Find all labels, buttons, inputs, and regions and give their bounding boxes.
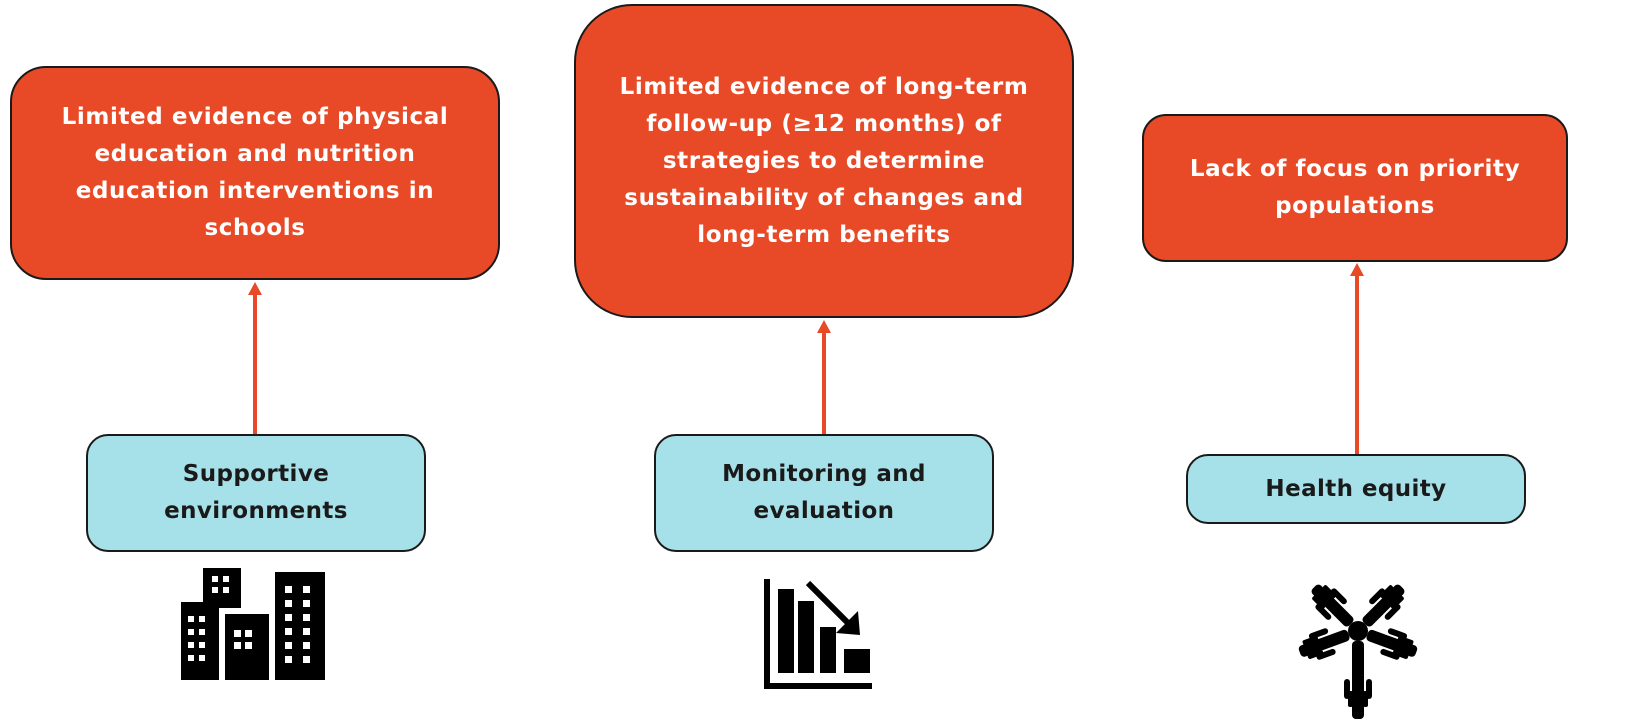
category-label: Monitoring and evaluation (722, 461, 926, 524)
declining-chart-icon (764, 579, 872, 689)
gap-text: Limited evidence of physical education a… (61, 104, 449, 241)
arrow-up (253, 292, 257, 435)
arrow-up (822, 330, 826, 436)
arrow-up (1355, 273, 1359, 456)
gap-text: Lack of focus on priority populations (1189, 156, 1521, 219)
buildings-icon (181, 568, 325, 680)
gap-box-monitoring-evaluation: Limited evidence of long-term follow-up … (574, 4, 1074, 318)
gap-box-supportive-environments: Limited evidence of physical education a… (10, 66, 500, 280)
category-label: Supportive environments (164, 461, 348, 524)
arrow-head (248, 282, 262, 295)
gap-text: Limited evidence of long-term follow-up … (619, 73, 1029, 248)
category-label: Health equity (1265, 475, 1447, 502)
category-box-supportive-environments: Supportive environments (86, 434, 426, 552)
arrow-head (1350, 263, 1364, 276)
joined-hands-icon (1298, 584, 1418, 719)
arrow-head (817, 320, 831, 333)
category-box-health-equity: Health equity (1186, 454, 1526, 524)
category-box-monitoring-evaluation: Monitoring and evaluation (654, 434, 994, 552)
gap-box-health-equity: Lack of focus on priority populations (1142, 114, 1568, 262)
